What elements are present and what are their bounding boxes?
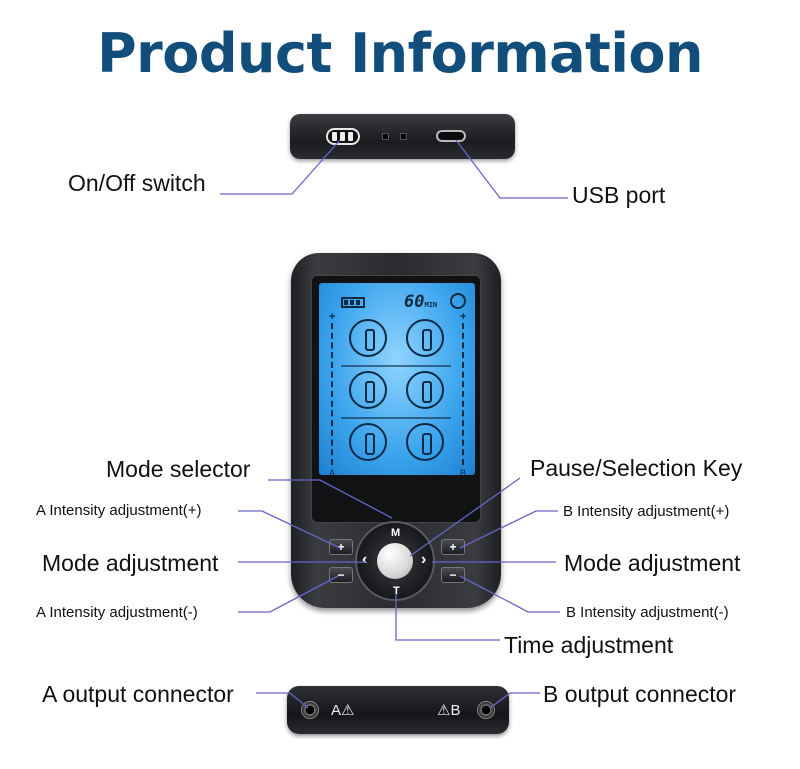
- device-body: 60MIN + + A B + − + − M ‹ › T: [291, 253, 501, 608]
- label-on-off-switch: On/Off switch: [68, 170, 206, 196]
- leader-pause: [409, 477, 521, 557]
- channel-b-intensity-bar: [462, 323, 468, 465]
- a-intensity-plus-button[interactable]: +: [329, 539, 353, 555]
- on-off-switch[interactable]: [326, 128, 360, 145]
- label-pause-selection-key: Pause/Selection Key: [530, 455, 743, 481]
- label-a-output-connector: A output connector: [42, 681, 234, 707]
- leader-a-minus: [238, 575, 339, 613]
- label-b-intensity-minus: B Intensity adjustment(-): [566, 604, 729, 621]
- leader-b-plus: [459, 510, 558, 549]
- mode-left-key[interactable]: ‹: [362, 551, 368, 568]
- control-dial: M ‹ › T: [355, 521, 435, 601]
- label-usb-port: USB port: [572, 182, 666, 208]
- leader-mode-selector: [268, 479, 393, 519]
- device-top-edge: [290, 114, 515, 159]
- screen-bezel: 60MIN + + A B: [311, 275, 481, 523]
- label-mode-selector: Mode selector: [106, 456, 251, 482]
- body-area-icon: [406, 319, 444, 357]
- mode-right-key[interactable]: ›: [421, 551, 427, 568]
- channel-b-plus: +: [460, 311, 467, 323]
- clock-icon: [450, 293, 466, 309]
- leader-a-output: [256, 692, 309, 709]
- a-intensity-minus-button[interactable]: −: [329, 567, 353, 583]
- b-intensity-plus-button[interactable]: +: [441, 539, 465, 555]
- leader-b-minus: [459, 575, 560, 613]
- time-adjustment-key[interactable]: T: [393, 585, 400, 597]
- channel-a-label: A: [329, 468, 336, 475]
- screen-divider: [341, 365, 451, 367]
- label-b-intensity-plus: B Intensity adjustment(+): [563, 503, 730, 520]
- indicator-square: [400, 133, 407, 140]
- label-a-intensity-plus: A Intensity adjustment(+): [36, 502, 202, 519]
- mode-selector-key[interactable]: M: [391, 527, 401, 539]
- indicator-square: [382, 133, 389, 140]
- b-output-jack[interactable]: [477, 701, 495, 719]
- body-area-icon: [349, 371, 387, 409]
- channel-a-intensity-bar: [331, 323, 337, 465]
- body-area-icon: [349, 319, 387, 357]
- body-area-icon: [406, 371, 444, 409]
- timer-readout: 60MIN: [404, 292, 437, 312]
- leader-b-output: [489, 692, 540, 709]
- label-b-output-connector: B output connector: [543, 681, 737, 707]
- screen-divider: [341, 417, 451, 419]
- lcd-screen: 60MIN + + A B: [319, 283, 475, 475]
- body-area-icon: [406, 423, 444, 461]
- label-mode-adjustment-left: Mode adjustment: [42, 550, 219, 576]
- label-a-intensity-minus: A Intensity adjustment(-): [36, 604, 198, 621]
- timer-value: 60: [404, 292, 425, 312]
- page-title: Product Information: [97, 22, 703, 85]
- battery-icon: [341, 297, 365, 308]
- leader-a-plus: [238, 510, 341, 549]
- connector-b-label: ⚠B: [437, 702, 461, 719]
- pause-selection-key[interactable]: [377, 543, 413, 579]
- label-time-adjustment: Time adjustment: [504, 632, 674, 658]
- label-mode-adjustment-right: Mode adjustment: [564, 550, 741, 576]
- device-bottom-edge: A⚠ ⚠B: [287, 686, 509, 734]
- leader-usb: [455, 139, 568, 199]
- timer-unit: MIN: [424, 301, 438, 309]
- connector-a-label: A⚠: [331, 702, 355, 719]
- channel-a-plus: +: [329, 311, 336, 323]
- leader-on-off: [220, 139, 341, 195]
- body-area-icon: [349, 423, 387, 461]
- channel-b-label: B: [460, 468, 467, 475]
- b-intensity-minus-button[interactable]: −: [441, 567, 465, 583]
- leader-time: [395, 594, 500, 641]
- usb-port[interactable]: [436, 130, 466, 142]
